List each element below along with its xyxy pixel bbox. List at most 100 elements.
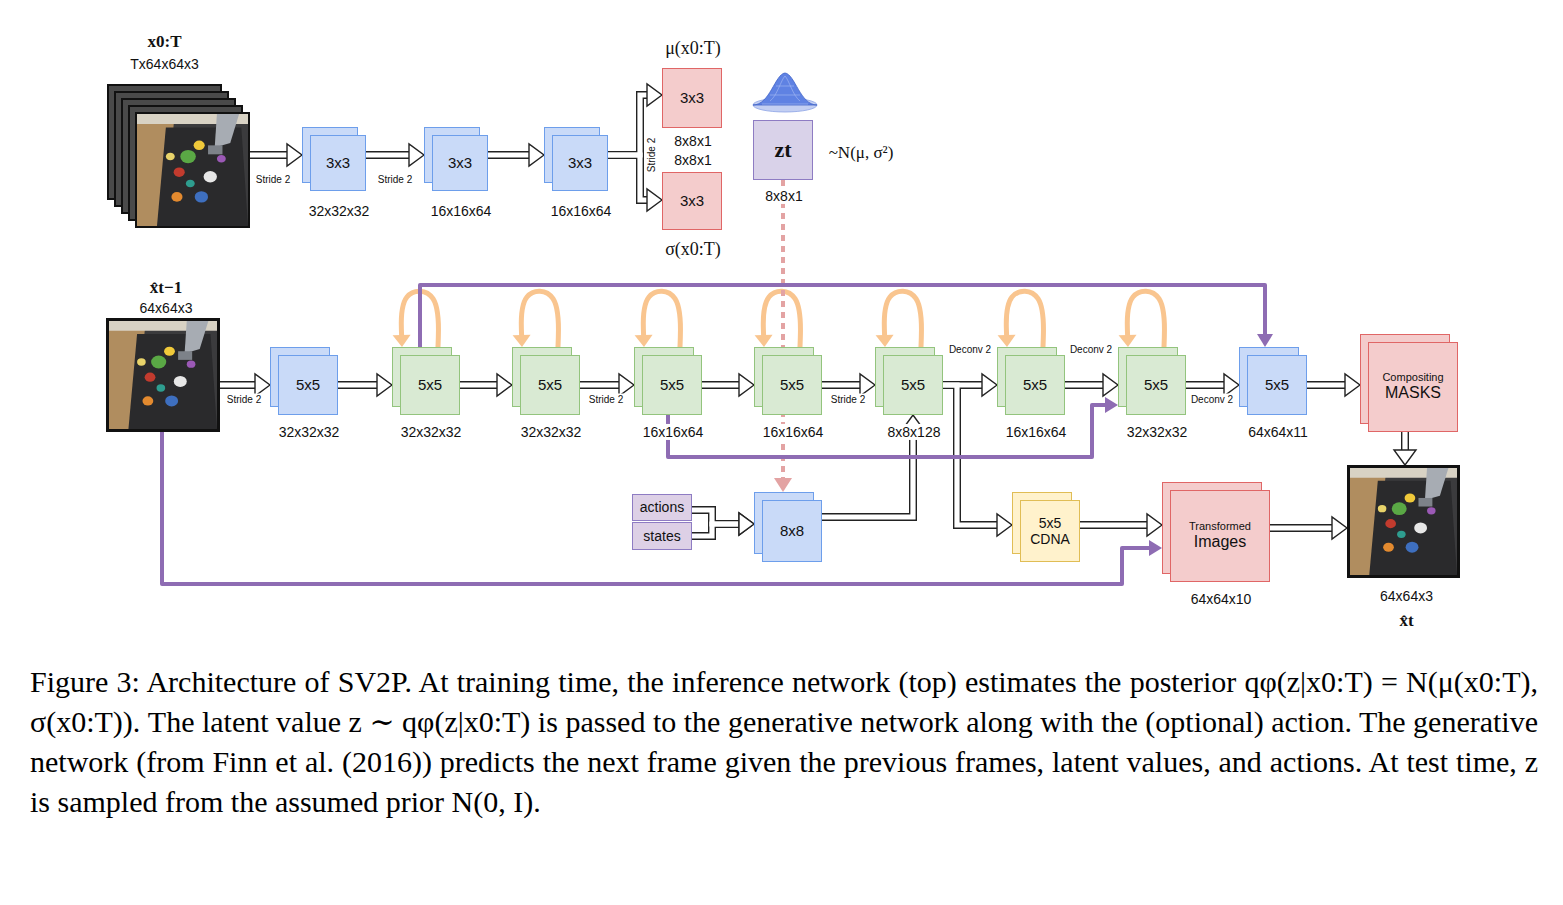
arrowhead: [1257, 334, 1273, 347]
box-face: TransformedImages64x64x10: [1170, 490, 1270, 582]
connector: [409, 144, 424, 166]
connector: [220, 382, 257, 387]
box-face: 5x532x32x32: [1126, 355, 1186, 415]
arrowhead: [1105, 397, 1118, 413]
gaussian-plot: [753, 73, 817, 112]
toy-object: [166, 153, 175, 161]
dimension-label: 32x32x32: [519, 424, 584, 440]
toy-object: [1397, 531, 1406, 538]
layer-label: 5x5: [1144, 376, 1168, 393]
connector: [608, 155, 649, 200]
arrowhead: [513, 335, 531, 347]
layer-label: Transformed: [1189, 520, 1251, 533]
toy-object: [180, 150, 196, 163]
box-face: 3x332x32x32: [310, 135, 366, 191]
box-face: CompositingMASKS: [1368, 342, 1458, 432]
connector: [580, 382, 621, 387]
latent-box: zt8x8x1: [753, 120, 813, 180]
conv-lstm-layer: 5x532x32x32: [1118, 347, 1186, 415]
connector: [420, 285, 1273, 347]
tray: [1369, 481, 1457, 575]
scene-photo: [1350, 468, 1457, 575]
box-face: zt8x8x1: [753, 120, 813, 180]
conv-layer: 5x532x32x32: [270, 347, 338, 415]
toy-object: [1427, 507, 1436, 514]
connector: [488, 152, 531, 157]
box-face: 5x532x32x32: [520, 355, 580, 415]
connector: [876, 291, 922, 347]
robot-gripper: [178, 351, 192, 360]
layer-label: 3x3: [680, 192, 704, 209]
arrow-heads: [255, 84, 1416, 539]
connector: [702, 382, 741, 387]
toy-object: [1385, 519, 1396, 528]
dimension-label: 16x16x64: [1004, 424, 1069, 440]
connector: [1394, 450, 1416, 465]
connector: [366, 151, 411, 159]
box-face: x0:TTx64x64x3: [135, 112, 250, 228]
arrowhead: [876, 335, 894, 347]
connector: [1307, 381, 1347, 389]
input-box: states: [632, 522, 692, 550]
conv-layer: 3x316x16x64: [424, 127, 488, 191]
connector: [377, 374, 392, 396]
arrowhead: [998, 335, 1016, 347]
connector: [1186, 382, 1226, 387]
connector: [220, 381, 257, 389]
connector: [393, 291, 439, 347]
connector: [497, 374, 512, 396]
toy-object: [1406, 542, 1419, 553]
dimension-label: 64x64x10: [1189, 591, 1254, 607]
box-face: 5x532x32x32: [278, 355, 338, 415]
layer-label: 5x5: [1023, 376, 1047, 393]
connector: [1080, 522, 1149, 527]
dimension-label: 64x64x11: [1246, 424, 1310, 440]
dimension-label: 32x32x32: [399, 424, 464, 440]
box-face: x̂t−164x64x3: [106, 318, 220, 432]
arrowhead: [635, 335, 653, 347]
connector: [982, 374, 997, 396]
toy-object: [174, 167, 185, 177]
recurrent-loops: [393, 291, 1165, 347]
output-layer: CompositingMASKS: [1360, 334, 1458, 432]
connector: [250, 152, 289, 157]
stride-label: Stride 2: [588, 394, 624, 405]
dimension-label: x̂t−1: [148, 278, 184, 298]
layer-label: 5x5: [660, 376, 684, 393]
stride-label: Stride 2: [830, 394, 866, 405]
connector: [287, 144, 302, 166]
stride-label: Stride 2: [226, 394, 262, 405]
connector: [822, 428, 913, 517]
layer-label: 5x5: [296, 376, 320, 393]
arrowhead: [755, 335, 773, 347]
box-face: 5x58x8x128: [883, 355, 943, 415]
connector: [739, 374, 754, 396]
toy-object: [165, 395, 178, 406]
dimension-label: 32x32x32: [277, 424, 342, 440]
connector: [739, 513, 754, 535]
connector: [774, 180, 792, 492]
output-layer: μ(x0:T)3x38x8x1: [662, 68, 722, 128]
box-face: 5x532x32x32: [400, 355, 460, 415]
connector: [488, 151, 531, 159]
connector: [822, 382, 862, 387]
conv-lstm-layer: 5x532x32x32: [392, 347, 460, 415]
arrowhead: [393, 335, 411, 347]
toy-object: [1414, 522, 1427, 533]
connector: [460, 382, 499, 387]
connector: [1332, 517, 1347, 539]
dimension-label: μ(x0:T): [663, 38, 723, 59]
connector: [1065, 382, 1105, 387]
toy-object: [164, 347, 175, 356]
toy-object: [186, 180, 195, 188]
arrowhead: [1149, 540, 1162, 556]
arrowhead: [1119, 335, 1137, 347]
connector: [822, 381, 862, 389]
stride-label: Deconv 2: [948, 344, 992, 355]
conv-lstm-layer: 5x516x16x64: [997, 347, 1065, 415]
layer-label: 5x5: [538, 376, 562, 393]
layer-label: MASKS: [1385, 384, 1441, 402]
connector: [1345, 374, 1360, 396]
photo-ground: [1350, 468, 1457, 575]
connector: [647, 84, 662, 106]
